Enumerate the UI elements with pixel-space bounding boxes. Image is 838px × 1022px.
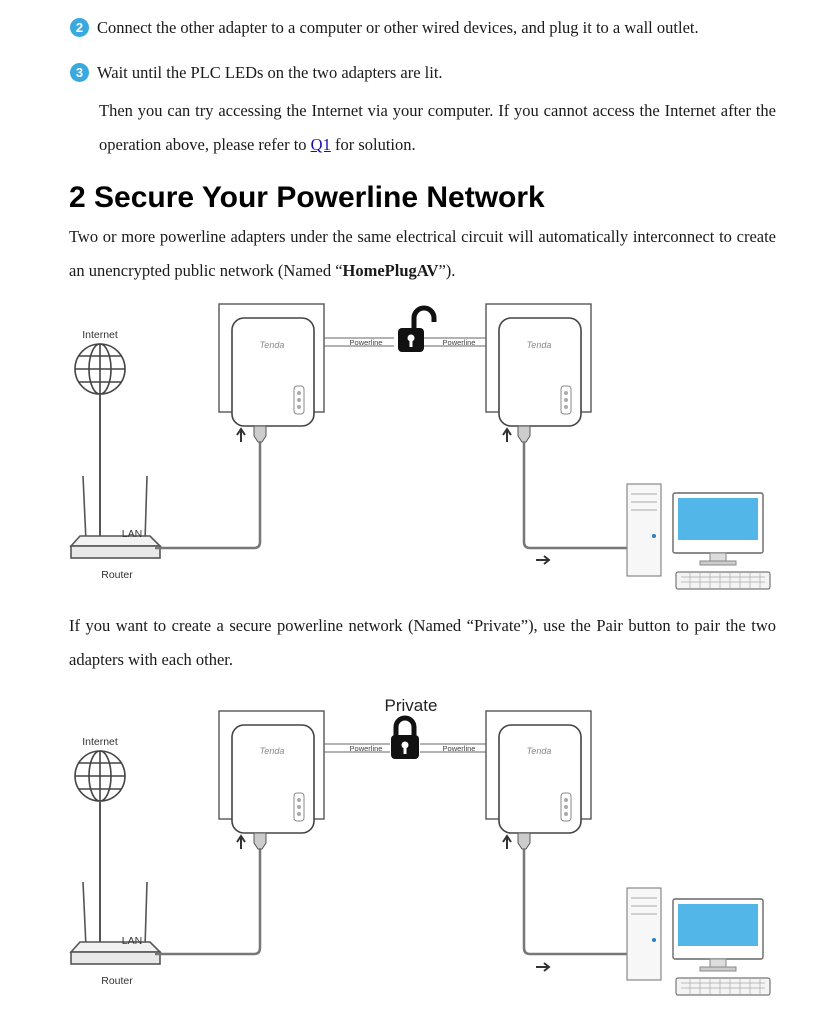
private-network-label: Private (385, 696, 438, 715)
step-number-badge: 3 (70, 63, 89, 82)
powerline-label: Powerline (443, 338, 476, 347)
step-3: 3 Wait until the PLC LEDs on the two adap… (70, 62, 443, 84)
globe-icon (74, 750, 126, 802)
arrow-up-icon (502, 427, 512, 442)
adapter-brand: Tenda (260, 746, 285, 756)
step-text: Wait until the PLC LEDs on the two adapt… (97, 63, 443, 82)
adapter-brand: Tenda (527, 340, 552, 350)
followup-text: Then you can try accessing the Internet … (99, 101, 776, 154)
arrow-up-icon (236, 427, 246, 442)
computer-tower-icon (626, 887, 662, 981)
router-label: Router (101, 569, 133, 581)
adapter-brand: Tenda (527, 746, 552, 756)
computer-tower-icon (626, 483, 662, 577)
network-name-bold: HomePlugAV (342, 261, 439, 280)
keyboard-icon (675, 977, 771, 996)
globe-icon (74, 343, 126, 395)
followup-text-end: for solution. (330, 135, 416, 154)
public-network-diagram: Internet LAN Router Tenda Powerline Powe… (69, 303, 771, 590)
adapter-brand: Tenda (260, 340, 285, 350)
step-text: Connect the other adapter to a computer … (97, 18, 699, 37)
internet-label: Internet (82, 736, 118, 748)
powerline-label: Powerline (350, 744, 383, 753)
router-icon (69, 881, 162, 965)
internet-label: Internet (82, 329, 118, 341)
q1-link[interactable]: Q1 (310, 135, 331, 154)
powerline-label: Powerline (350, 338, 383, 347)
lan-label: LAN (122, 935, 142, 947)
monitor-icon (672, 898, 764, 972)
arrow-right-icon (536, 555, 551, 565)
intro-paragraph: Two or more powerline adapters under the… (69, 220, 776, 288)
powerline-label: Powerline (443, 744, 476, 753)
intro-text: Two or more powerline adapters under the… (69, 227, 776, 280)
private-network-diagram: Private Internet LAN Router Tenda Powerl… (69, 696, 771, 996)
step-2: 2 Connect the other adapter to a computer… (70, 17, 699, 39)
step-3-followup: Then you can try accessing the Internet … (99, 94, 776, 162)
section-title: 2 Secure Your Powerline Network (69, 181, 545, 214)
step-number-badge: 2 (70, 18, 89, 37)
arrow-right-icon (536, 962, 551, 972)
keyboard-icon (675, 571, 771, 590)
intro-text-end: ”). (438, 261, 456, 280)
monitor-icon (672, 492, 764, 566)
arrow-up-icon (502, 834, 512, 849)
router-label: Router (101, 975, 133, 987)
lan-label: LAN (122, 528, 142, 540)
arrow-up-icon (236, 834, 246, 849)
router-icon (69, 475, 162, 559)
secure-network-paragraph: If you want to create a secure powerline… (69, 616, 776, 669)
locked-padlock-icon (391, 715, 419, 759)
unlocked-padlock-icon (398, 305, 437, 352)
